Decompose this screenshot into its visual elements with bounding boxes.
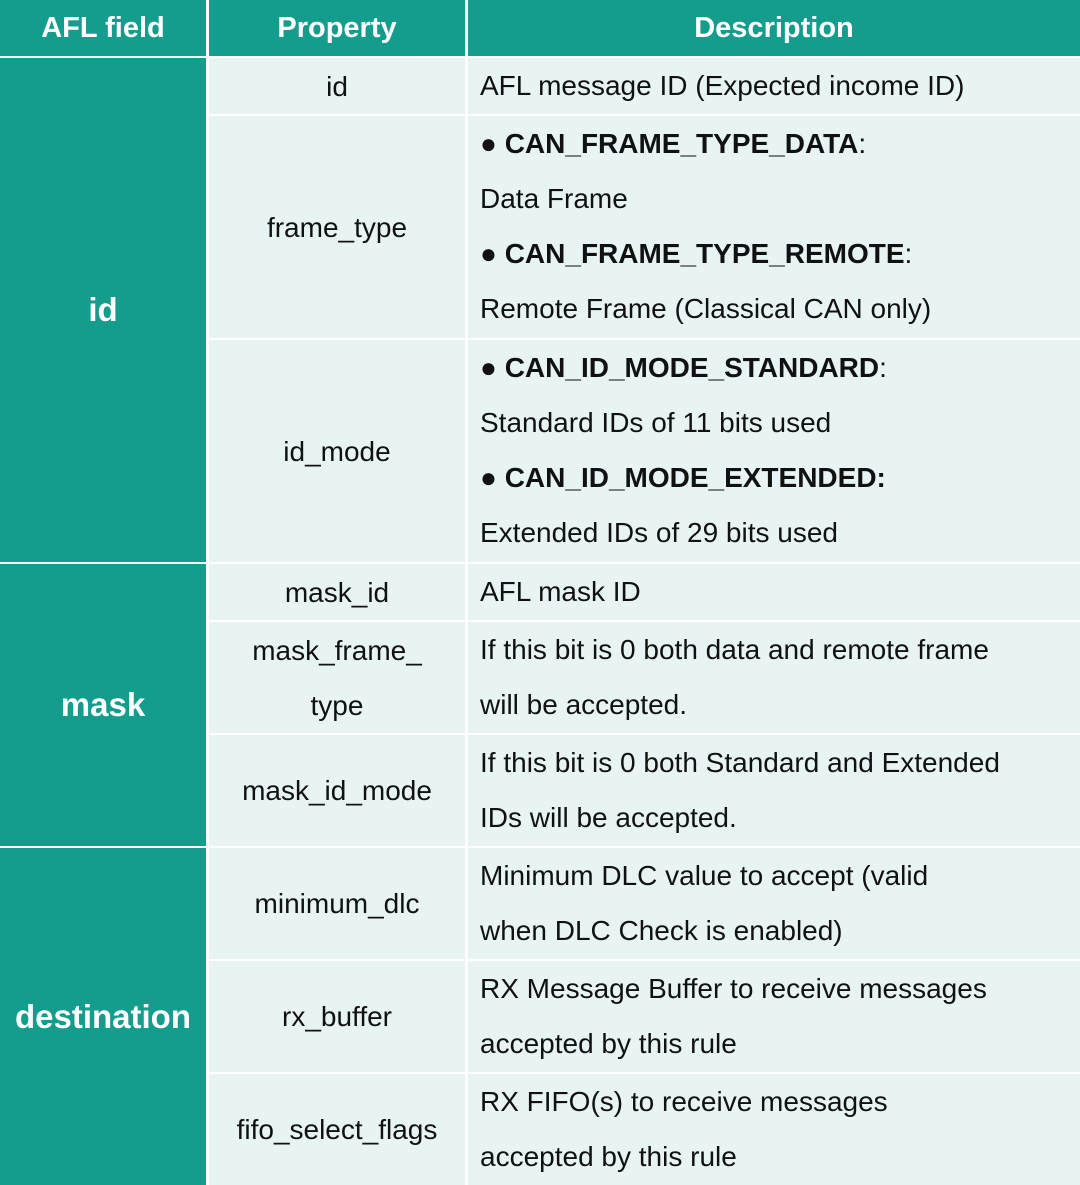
property-frame-type: frame_type [209, 116, 465, 338]
option-line: ● CAN_FRAME_TYPE_DATA: [480, 116, 1080, 171]
colon-text: : [858, 128, 867, 159]
property-id: id [209, 58, 465, 114]
description-mask-id-mode: If this bit is 0 both Standard and Exten… [468, 735, 1080, 846]
header-description: Description [468, 0, 1080, 56]
bullet-icon: ● [480, 128, 497, 159]
description-line: RX FIFO(s) to receive messages [480, 1086, 888, 1117]
option-description: Extended IDs of 29 bits used [480, 517, 838, 548]
group-id: id [0, 58, 206, 562]
option-name: CAN_FRAME_TYPE_REMOTE [504, 238, 905, 269]
option-name: CAN_ID_MODE_STANDARD [504, 352, 880, 383]
description-line: when DLC Check is enabled) [480, 915, 843, 946]
description-mask-frame-type: If this bit is 0 both data and remote fr… [468, 622, 1080, 733]
property-rx-buffer: rx_buffer [209, 961, 465, 1072]
description-line: will be accepted. [480, 689, 688, 720]
group-mask: mask [0, 564, 206, 846]
description-text: AFL mask ID [480, 576, 641, 607]
bullet-icon: ● [480, 238, 497, 269]
description-fifo-select-flags: RX FIFO(s) to receive messages accepted … [468, 1074, 1080, 1185]
description-text: AFL message ID (Expected income ID) [480, 70, 965, 101]
property-minimum-dlc: minimum_dlc [209, 848, 465, 959]
option-line: ● CAN_ID_MODE_EXTENDED: [480, 450, 1080, 505]
property-id-mode: id_mode [209, 340, 465, 562]
option-description: Standard IDs of 11 bits used [480, 407, 832, 438]
description-line: Minimum DLC value to accept (valid [480, 860, 929, 891]
bullet-icon: ● [480, 462, 497, 493]
bullet-icon: ● [480, 352, 497, 383]
description-id-mode: ● CAN_ID_MODE_STANDARD: Standard IDs of … [468, 340, 1080, 562]
property-mask-frame-type: mask_frame_ type [209, 622, 465, 733]
property-line: mask_frame_ [252, 634, 422, 666]
description-line: accepted by this rule [480, 1141, 737, 1172]
property-mask-id-mode: mask_id_mode [209, 735, 465, 846]
header-property: Property [209, 0, 465, 56]
description-id: AFL message ID (Expected income ID) [468, 58, 1080, 114]
option-name: CAN_FRAME_TYPE_DATA [504, 128, 859, 159]
description-line: RX Message Buffer to receive messages [480, 973, 987, 1004]
option-line: ● CAN_FRAME_TYPE_REMOTE: [480, 226, 1080, 281]
option-line: ● CAN_ID_MODE_STANDARD: [480, 340, 1080, 395]
group-destination: destination [0, 848, 206, 1185]
description-minimum-dlc: Minimum DLC value to accept (valid when … [468, 848, 1080, 959]
colon-text: : [904, 238, 913, 269]
property-line: type [310, 689, 364, 721]
header-afl-field: AFL field [0, 0, 206, 56]
description-rx-buffer: RX Message Buffer to receive messages ac… [468, 961, 1080, 1072]
option-name: CAN_ID_MODE_EXTENDED: [504, 462, 886, 493]
description-line: If this bit is 0 both Standard and Exten… [480, 747, 1000, 778]
description-line: accepted by this rule [480, 1028, 737, 1059]
description-line: IDs will be accepted. [480, 802, 737, 833]
property-fifo-select-flags: fifo_select_flags [209, 1074, 465, 1185]
option-description: Data Frame [480, 183, 628, 214]
option-description: Remote Frame (Classical CAN only) [480, 293, 932, 324]
description-mask-id: AFL mask ID [468, 564, 1080, 620]
description-line: If this bit is 0 both data and remote fr… [480, 634, 989, 665]
description-frame-type: ● CAN_FRAME_TYPE_DATA: Data Frame ● CAN_… [468, 116, 1080, 338]
property-mask-id: mask_id [209, 564, 465, 620]
colon-text: : [879, 352, 887, 383]
